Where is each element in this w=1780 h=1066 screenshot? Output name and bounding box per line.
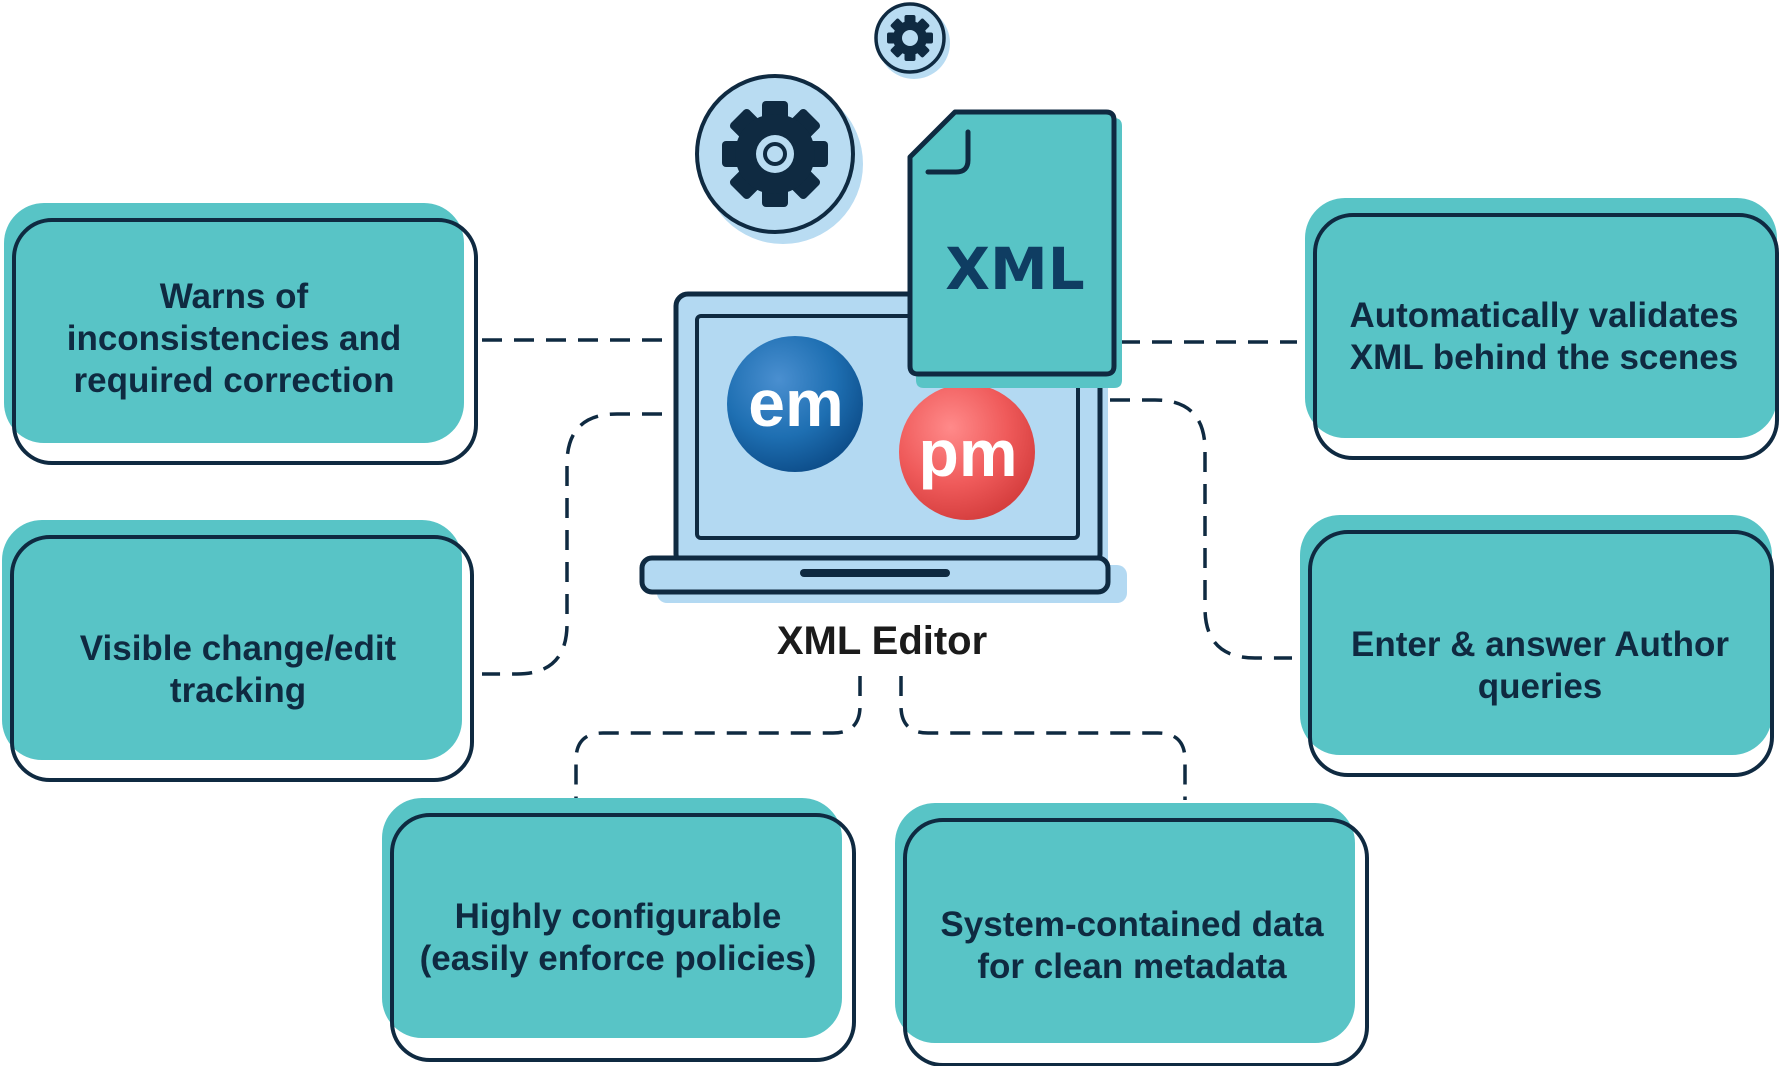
connector-system-data bbox=[899, 676, 1187, 800]
feature-box-warns: Warns of inconsistencies and required co… bbox=[4, 203, 478, 465]
feature-system-data-line-1: System-contained data bbox=[940, 905, 1324, 944]
feature-warns-line-1: Warns of bbox=[160, 277, 309, 316]
diagram-title: XML Editor bbox=[777, 619, 987, 663]
connector-visible-tracking bbox=[482, 412, 662, 676]
feature-box-system-data: System-contained data for clean metadata bbox=[895, 803, 1369, 1066]
feature-visible-tracking-line-2: tracking bbox=[170, 671, 306, 710]
feature-configurable-line-2: (easily enforce policies) bbox=[420, 939, 817, 978]
xml-file-icon: XML bbox=[907, 109, 1122, 388]
feature-author-queries-line-2: queries bbox=[1478, 667, 1603, 706]
feature-validates-line-2: XML behind the scenes bbox=[1350, 338, 1738, 377]
gear-icon bbox=[695, 74, 863, 244]
em-logo-text: em bbox=[748, 366, 843, 440]
feature-warns-line-3: required correction bbox=[74, 361, 395, 400]
feature-box-validates: Automatically validates XML behind the s… bbox=[1305, 198, 1779, 460]
laptop-trackpad-slot bbox=[800, 569, 950, 577]
feature-validates-line-1: Automatically validates bbox=[1349, 296, 1738, 335]
feature-system-data-line-2: for clean metadata bbox=[977, 947, 1287, 986]
feature-configurable-line-1: Highly configurable bbox=[455, 897, 782, 936]
feature-visible-tracking-line-1: Visible change/edit bbox=[80, 629, 397, 668]
feature-warns-line-2: inconsistencies and bbox=[67, 319, 402, 358]
em-logo: em bbox=[727, 336, 863, 472]
feature-box-visible-tracking: Visible change/edit tracking bbox=[2, 520, 474, 782]
connectors bbox=[482, 338, 1297, 800]
gear-icon bbox=[874, 2, 950, 79]
pm-logo-text: pm bbox=[919, 416, 1018, 490]
feature-author-queries-line-1: Enter & answer Author bbox=[1351, 625, 1729, 664]
connector-configurable bbox=[574, 676, 862, 800]
feature-box-author-queries: Enter & answer Author queries bbox=[1300, 515, 1774, 777]
pm-logo: pm bbox=[899, 384, 1035, 520]
connector-author-queries bbox=[1110, 398, 1292, 660]
feature-box-configurable: Highly configurable (easily enforce poli… bbox=[382, 798, 856, 1062]
xml-file-label: XML bbox=[945, 235, 1084, 303]
